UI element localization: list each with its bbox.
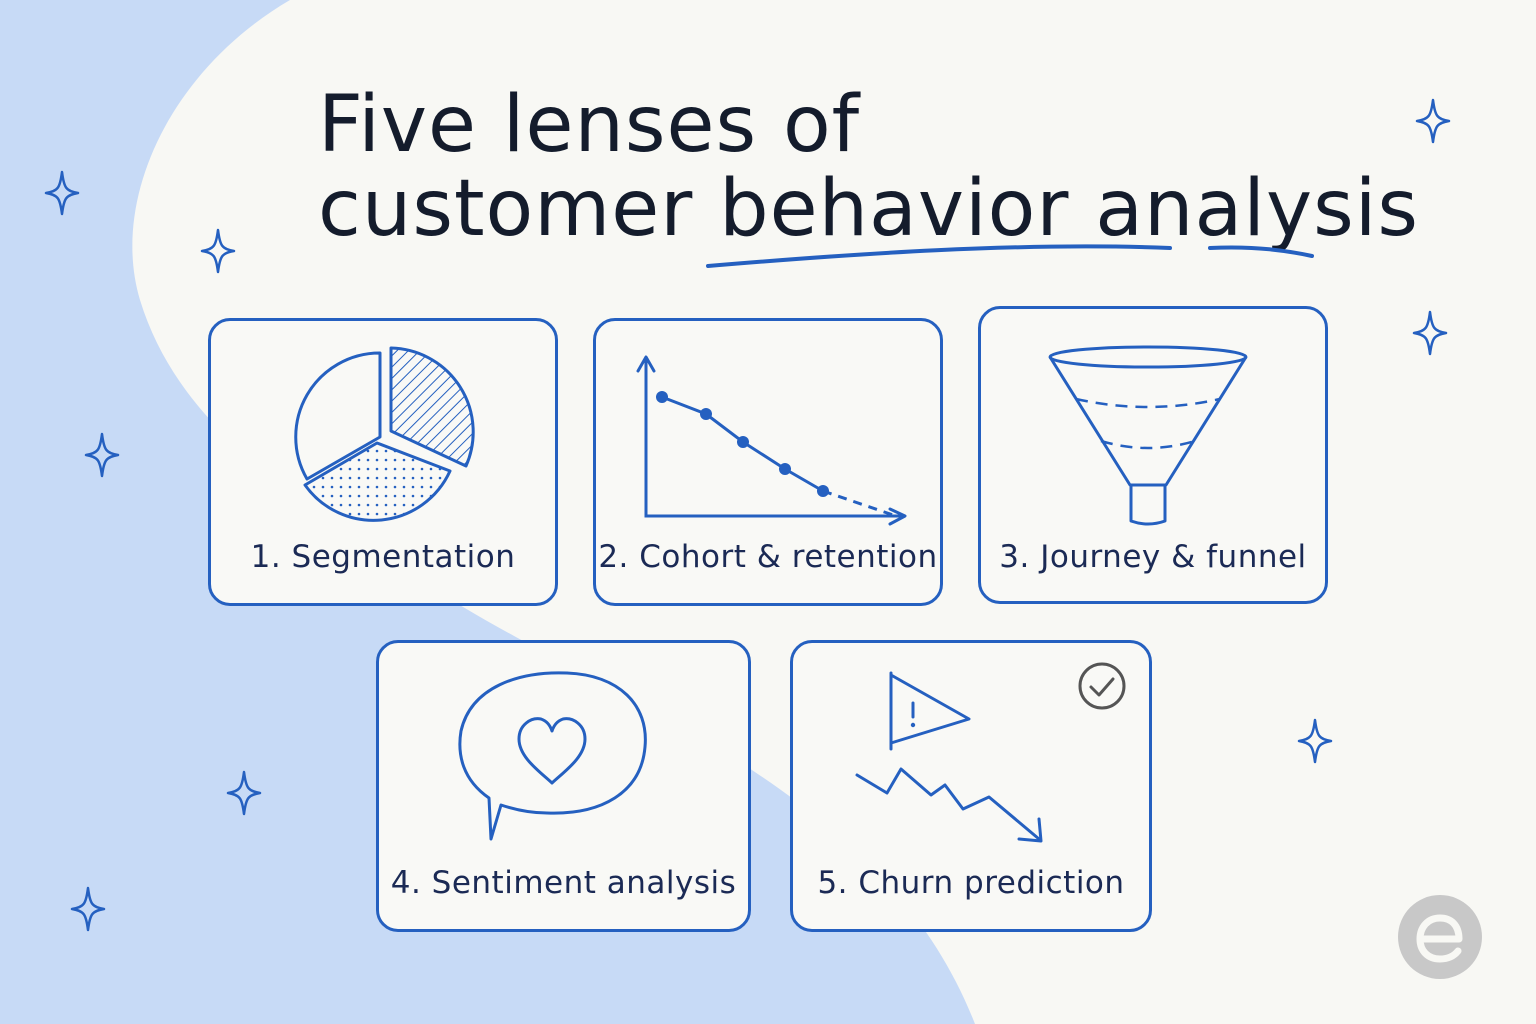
card-label: 5. Churn prediction [817, 865, 1125, 901]
sparkle-icon [70, 886, 106, 932]
card-label: 1. Segmentation [250, 539, 516, 575]
brand-logo-icon [1398, 895, 1482, 979]
title-underline [706, 244, 1314, 268]
pie-chart-icon [294, 346, 475, 522]
card-label: 3. Journey & funnel [999, 539, 1307, 575]
card-cohort-retention: 2. Cohort & retention [593, 318, 943, 606]
sparkle-icon [1415, 98, 1451, 144]
sparkle-icon [1297, 718, 1333, 764]
retention-curve-icon [636, 355, 907, 526]
sparkle-icon [1412, 310, 1448, 356]
page-title-line-1: Five lenses of [318, 80, 861, 170]
card-label: 4. Sentiment analysis [390, 865, 737, 901]
sparkle-icon [84, 432, 120, 478]
card-segmentation: 1. Segmentation [208, 318, 558, 606]
card-sentiment-analysis: 4. Sentiment analysis [376, 640, 751, 932]
card-churn-prediction: 5. Churn prediction [790, 640, 1152, 932]
page-title-line-2: customer behavior analysis [318, 164, 1420, 254]
sparkle-icon [200, 228, 236, 274]
sparkle-icon [226, 770, 262, 816]
warning-flag-downtrend-icon [855, 662, 1126, 843]
sparkle-icon [44, 170, 80, 216]
card-label: 2. Cohort & retention [598, 539, 938, 575]
card-journey-funnel: 3. Journey & funnel [978, 306, 1328, 604]
funnel-icon [1048, 345, 1248, 526]
speech-bubble-heart-icon [458, 671, 647, 841]
